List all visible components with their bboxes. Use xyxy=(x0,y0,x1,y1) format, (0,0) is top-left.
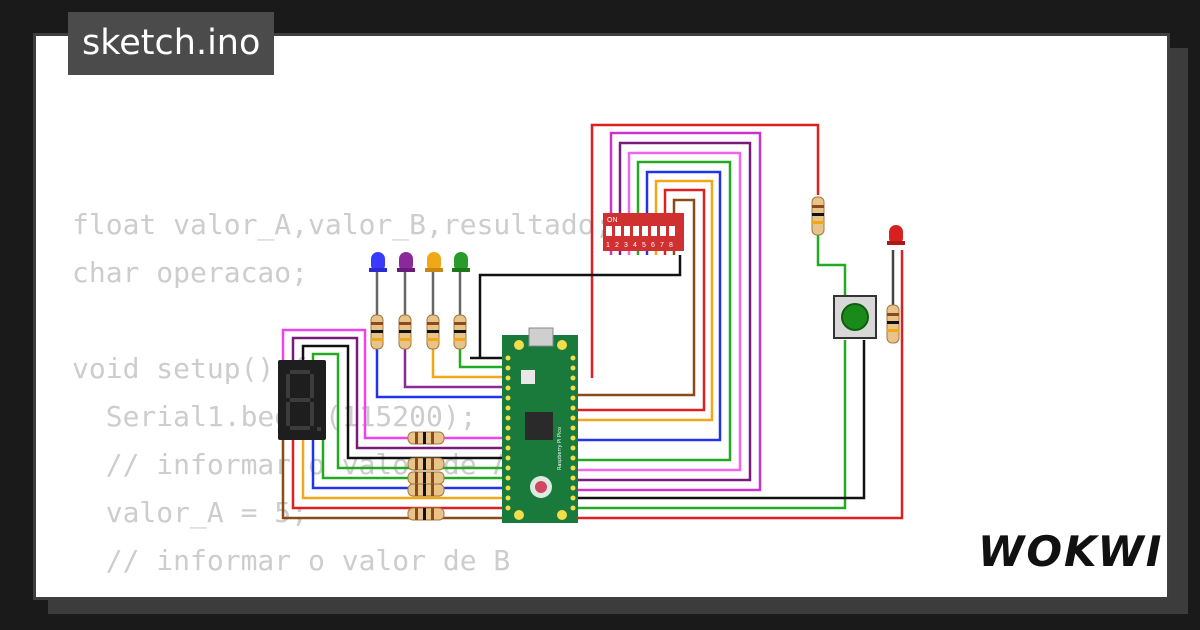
code-line: float valor_A,valor_B,resultado; xyxy=(72,208,612,241)
resistor xyxy=(407,471,445,485)
wire-led-green xyxy=(458,348,505,369)
wire-orange xyxy=(575,179,714,422)
wire-green xyxy=(575,160,732,462)
code-line: // informar o valor de B xyxy=(72,544,511,577)
preview-card: float valor_A,valor_B,resultado; char op… xyxy=(33,33,1170,600)
wire-seg xyxy=(311,352,505,470)
led-blue xyxy=(369,252,387,272)
pico-pins xyxy=(505,355,576,511)
resistor xyxy=(398,314,412,350)
wire-led-blue xyxy=(375,348,505,399)
button-wires xyxy=(575,235,904,520)
dip-number: 5 xyxy=(642,242,646,249)
dip-number: 2 xyxy=(615,242,619,249)
wire-red-top xyxy=(590,123,820,378)
wire-button-green xyxy=(816,235,847,295)
wokwi-logo: WOKWI xyxy=(978,527,1164,576)
code-line: // informar o valor de A xyxy=(72,448,511,481)
wire-led-orange xyxy=(431,348,505,379)
resistor xyxy=(426,314,440,350)
wire-blue xyxy=(575,170,722,442)
resistor xyxy=(811,196,825,236)
push-button xyxy=(833,295,877,339)
wire-pink xyxy=(575,151,742,472)
wire-magenta xyxy=(575,131,762,492)
dip-number: 1 xyxy=(606,242,610,249)
segment-resistors xyxy=(407,431,445,521)
resistor xyxy=(407,431,445,445)
resistor xyxy=(407,507,445,521)
wire-seg xyxy=(291,336,505,450)
seven-segment-display xyxy=(278,360,326,440)
wire-led-purple xyxy=(403,348,505,389)
wire-button-black xyxy=(575,340,866,500)
wire-seg xyxy=(301,344,505,460)
resistor xyxy=(886,304,900,344)
raspberry-pi-pico: Raspberry Pi Pico xyxy=(502,327,578,523)
led-green xyxy=(452,252,470,272)
code-line: valor_B = 2; xyxy=(72,592,308,597)
wire-purple xyxy=(575,141,752,482)
dip-wires xyxy=(478,123,820,492)
dip-number: 6 xyxy=(651,242,655,249)
segments xyxy=(286,370,321,431)
code-line: char operacao; xyxy=(72,256,309,289)
dip-toggles xyxy=(606,226,675,236)
led-red xyxy=(887,225,905,245)
led-wires xyxy=(375,272,505,399)
resistor xyxy=(453,314,467,350)
sketch-tab[interactable]: sketch.ino xyxy=(68,12,275,75)
wire-led-red xyxy=(575,250,904,520)
led-resistors xyxy=(370,196,900,350)
resistor xyxy=(407,457,445,471)
resistor xyxy=(407,483,445,497)
dip-number: 8 xyxy=(669,242,673,249)
dip-number: 7 xyxy=(660,242,664,249)
pico-corner-holes xyxy=(514,340,567,520)
leds xyxy=(369,225,905,272)
dip-on-label: ON xyxy=(607,217,618,224)
resistor xyxy=(370,314,384,350)
dip-number: 4 xyxy=(633,242,637,249)
dip-numbers: 1 2 3 4 5 6 7 8 xyxy=(606,242,673,249)
dip-switch: ON 1 2 3 4 5 6 7 8 xyxy=(603,213,684,251)
led-orange xyxy=(425,252,443,272)
wire-button-green-2 xyxy=(575,340,847,510)
wire-red xyxy=(575,188,706,412)
dip-number: 3 xyxy=(624,242,628,249)
wire-black-dip xyxy=(478,255,682,358)
code-line: valor_A = 5; xyxy=(72,496,309,529)
pico-label: Raspberry Pi Pico xyxy=(557,427,563,470)
led-purple xyxy=(397,252,415,272)
wire-seg xyxy=(301,440,505,500)
